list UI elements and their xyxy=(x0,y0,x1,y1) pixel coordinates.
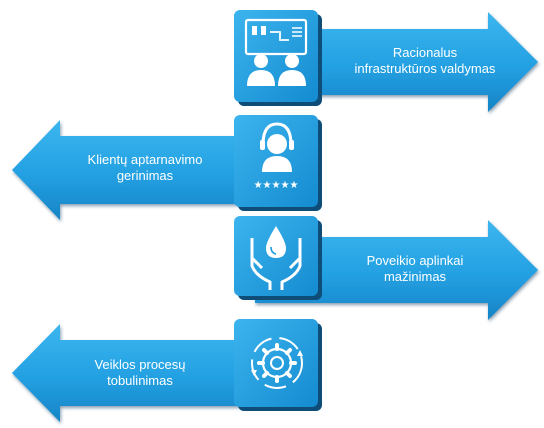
arrow-3-label-line-1: Poveikio aplinkai xyxy=(366,253,464,268)
arrow-3-label-line-2: mažinimas xyxy=(383,269,447,284)
arrow-2-label-line-1: Klientų aptarnavimo xyxy=(87,152,203,167)
arrow-2-label-line-2: gerinimas xyxy=(116,168,174,183)
customer-service-icon: ★★★★★ xyxy=(254,122,299,191)
arrow-1-label-line-1: Racionalus xyxy=(392,45,458,60)
arrow-1-body xyxy=(255,12,538,112)
arrow-4-body xyxy=(12,324,300,422)
arrow-4-label: Veiklos procesų tobulinimas xyxy=(60,357,220,389)
arrow-4-label-line-2: tobulinimas xyxy=(107,373,173,388)
arrow-4 xyxy=(12,319,322,422)
arrow-1 xyxy=(234,10,538,112)
environment-care-icon xyxy=(250,226,302,290)
process-improvement-icon xyxy=(251,337,303,389)
arrow-1-label: Racionalus infrastruktūros valdymas xyxy=(330,45,520,77)
arrow-2-body xyxy=(12,120,300,220)
arrow-3-label: Poveikio aplinkai mažinimas xyxy=(330,253,500,285)
arrow-2: ★★★★★ xyxy=(12,115,322,220)
rating-stars: ★★★★★ xyxy=(254,180,299,191)
arrow-3 xyxy=(234,216,538,320)
arrow-4-icon-box xyxy=(234,319,318,407)
arrow-2-label: Klientų aptarnavimo gerinimas xyxy=(60,152,230,184)
arrow-3-body xyxy=(255,220,538,320)
infrastructure-management-icon xyxy=(244,18,308,86)
arrow-4-label-line-1: Veiklos procesų xyxy=(94,357,186,372)
arrow-1-label-line-2: infrastruktūros valdymas xyxy=(354,61,496,76)
